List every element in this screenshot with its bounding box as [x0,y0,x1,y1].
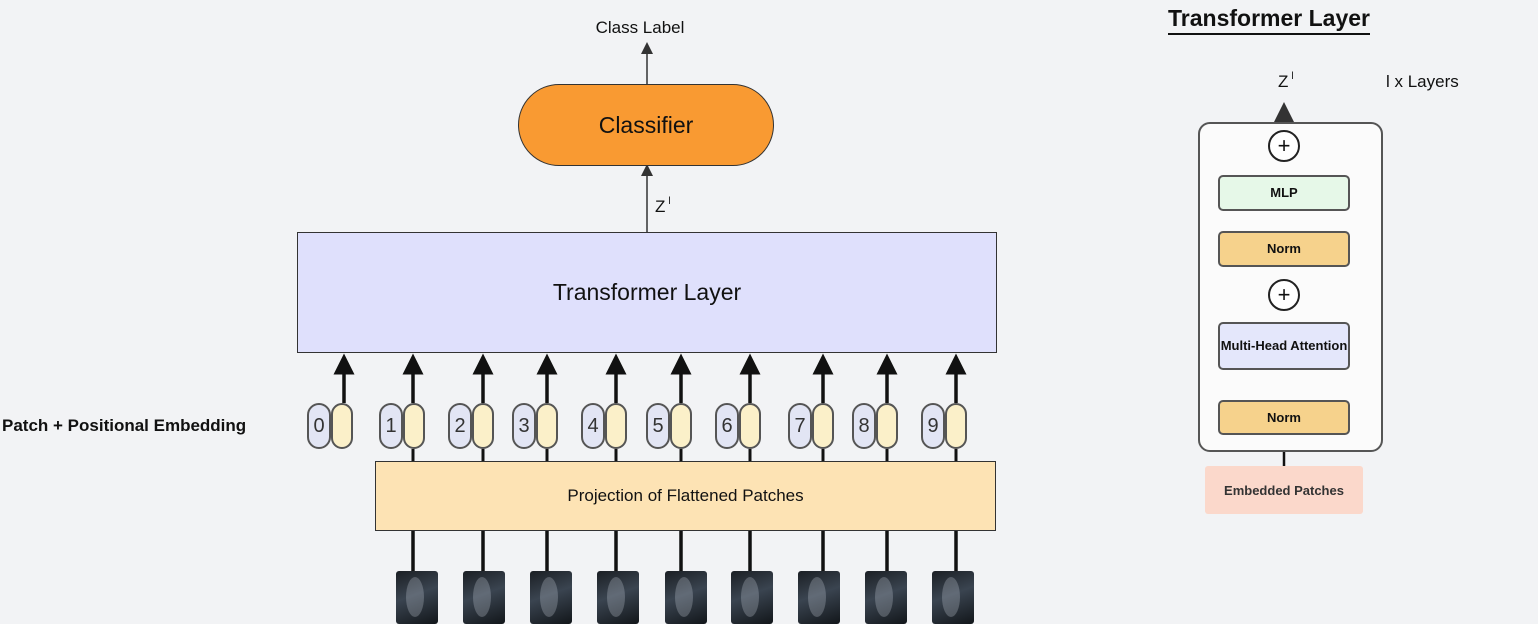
embedding-token-7: 7 [788,403,834,449]
projection-to-token-lines [411,449,958,461]
image-patch-9 [932,571,974,624]
image-patch-4 [597,571,639,624]
embedding-token-1: 1 [379,403,425,449]
image-patch-3 [530,571,572,624]
image-patch-7 [798,571,840,624]
image-patch-8 [865,571,907,624]
image-patch-5 [665,571,707,624]
transformer-layer-box: Transformer Layer [297,232,997,353]
embedding-token-8: 8 [852,403,898,449]
embedded-patches-box: Embedded Patches [1205,466,1363,514]
embedding-token-5: 5 [646,403,692,449]
residual-add-top-icon: + [1268,130,1300,162]
image-patch-2 [463,571,505,624]
side-panel-title: Transformer Layer [1168,5,1370,35]
token-arrows [333,353,967,403]
embedding-token-9: 9 [921,403,967,449]
image-patch-1 [396,571,438,624]
image-patch-6 [731,571,773,624]
layers-count-label: l x Layers [1386,72,1459,91]
embedding-token-0: 0 [307,403,353,449]
classifier-box: Classifier [518,84,774,166]
class-label: Class Label [595,18,685,37]
embedding-token-3: 3 [512,403,558,449]
embedding-token-6: 6 [715,403,761,449]
residual-add-bottom-icon: + [1268,279,1300,311]
multi-head-attention-box: Multi-Head Attention [1218,322,1350,370]
patch-to-projection-lines [411,531,958,571]
embedding-token-4: 4 [581,403,627,449]
norm-box-bottom: Norm [1218,400,1350,435]
norm-box-top: Norm [1218,231,1350,267]
patch-positional-embedding-label: Patch + Positional Embedding [2,416,247,435]
projection-box: Projection of Flattened Patches [375,461,996,531]
mlp-box: MLP [1218,175,1350,211]
embedding-token-2: 2 [448,403,494,449]
